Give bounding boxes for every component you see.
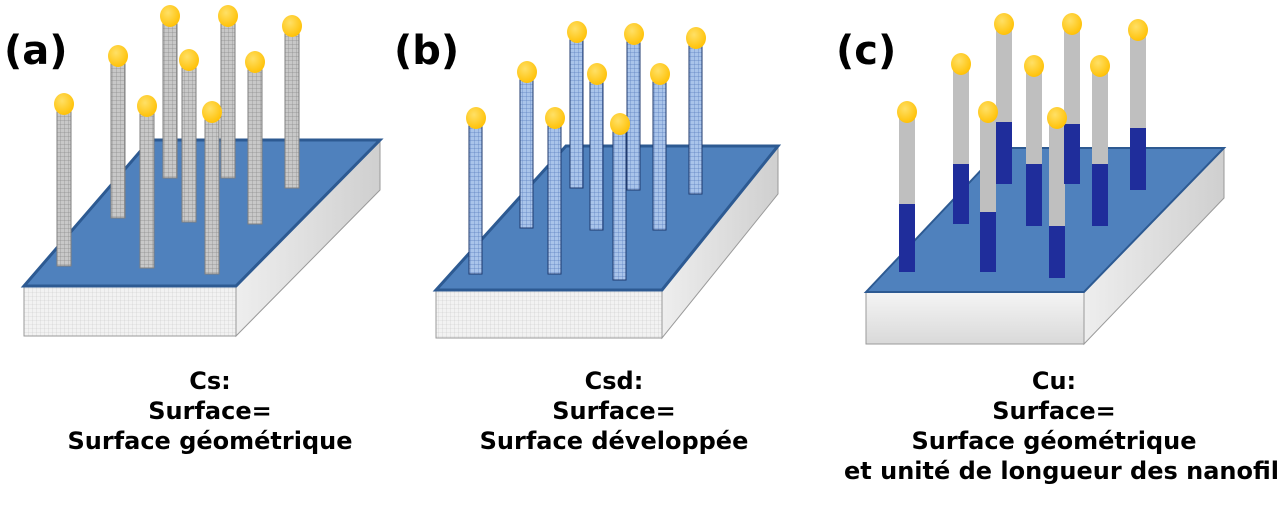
panel-label-a: (a): [4, 28, 68, 74]
substrate-c: [863, 146, 1227, 346]
nanowire-diagram-b: [432, 21, 782, 340]
caption-b-line-1: Csd:: [584, 367, 644, 395]
caption-c-line-1: Cu:: [1031, 367, 1077, 395]
substrate-b: [432, 144, 782, 340]
caption-a: Cs: Surface= Surface géométrique: [0, 366, 420, 456]
caption-c-line-2: Surface=: [992, 397, 1116, 425]
caption-b-line-3: Surface développée: [479, 427, 749, 455]
caption-b-line-2: Surface=: [552, 397, 676, 425]
nanowire-diagram-c: [863, 13, 1227, 346]
nanowires-c: [897, 13, 1148, 278]
caption-b: Csd: Surface= Surface développée: [404, 366, 824, 456]
caption-c-line-3: Surface géométrique: [911, 427, 1197, 455]
caption-c: Cu: Surface= Surface géométrique et unit…: [844, 366, 1280, 486]
caption-c-line-4: et unité de longueur des nanofils: [844, 457, 1280, 485]
panel-b: (b) Csd: Surface: [394, 0, 852, 512]
caption-a-line-1: Cs:: [189, 367, 231, 395]
caption-a-line-3: Surface géométrique: [67, 427, 353, 455]
panel-label-c: (c): [836, 28, 897, 74]
nanowires-b: [466, 21, 706, 281]
nanowire-diagram-a: [20, 5, 384, 338]
nanowires-a: [54, 5, 302, 275]
panel-a: (a) Cs: Surface=: [0, 0, 426, 512]
substrate-a: [20, 138, 384, 338]
panel-label-b: (b): [394, 28, 460, 74]
caption-a-line-2: Surface=: [148, 397, 272, 425]
panel-c: (c): [836, 0, 1280, 512]
